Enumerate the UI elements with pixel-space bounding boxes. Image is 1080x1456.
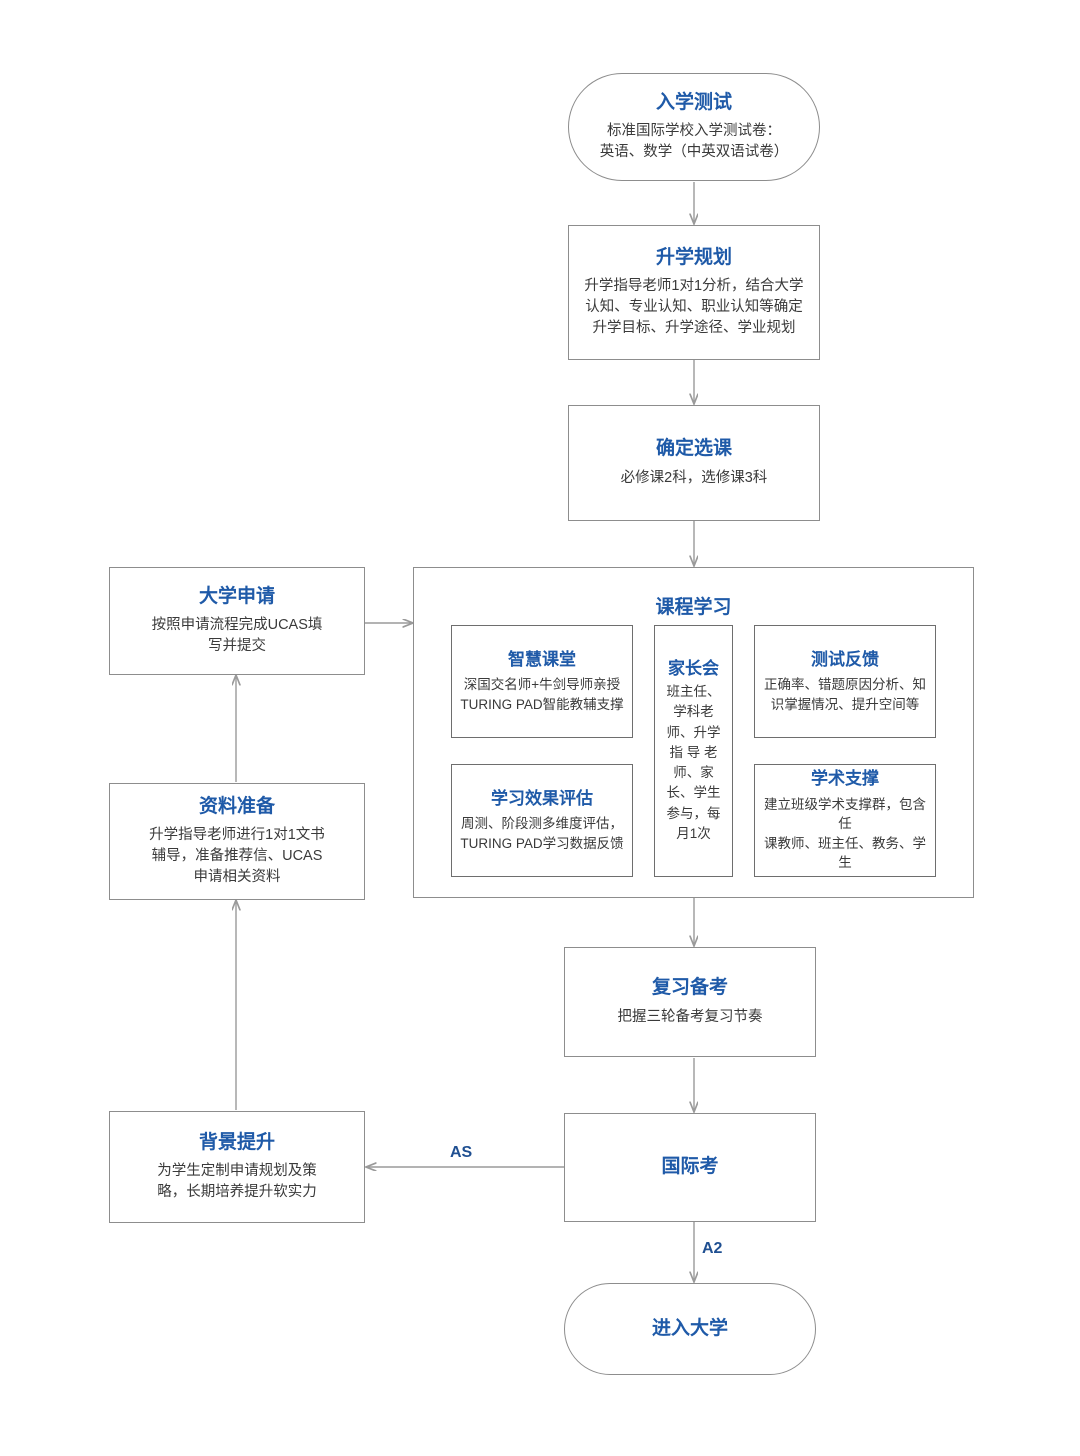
node-enter-university[interactable]: 进入大学 xyxy=(564,1283,816,1375)
subnode-title: 学习效果评估 xyxy=(491,788,593,808)
subnode-title: 智慧课堂 xyxy=(508,649,576,669)
node-description: 升学指导老师1对1分析，结合大学 认知、专业认知、职业认知等确定 升学目标、升学… xyxy=(584,278,804,337)
subnode-academic-support[interactable]: 学术支撑 建立班级学术支撑群，包含任 课教师、班主任、教务、学生 xyxy=(754,764,936,877)
subnode-title: 测试反馈 xyxy=(811,649,879,669)
node-description: 必修课2科，选修课3科 xyxy=(620,469,768,486)
node-description: 为学生定制申请规划及策 略，长期培养提升软实力 xyxy=(157,1163,317,1201)
subnode-learning-evaluation[interactable]: 学习效果评估 周测、阶段测多维度评估， TURING PAD学习数据反馈 xyxy=(451,764,633,877)
node-background-enhancement[interactable]: 背景提升 为学生定制申请规划及策 略，长期培养提升软实力 xyxy=(109,1111,365,1223)
subnode-test-feedback[interactable]: 测试反馈 正确率、错题原因分析、知 识掌握情况、提升空间等 xyxy=(754,625,936,738)
group-title: 课程学习 xyxy=(655,597,732,618)
node-study-plan[interactable]: 升学规划 升学指导老师1对1分析，结合大学 认知、专业认知、职业认知等确定 升学… xyxy=(568,225,820,360)
node-title: 复习备考 xyxy=(651,977,728,999)
node-title: 国际考 xyxy=(661,1156,719,1178)
node-description: 标准国际学校入学测试卷： 英语、数学（中英双语试卷） xyxy=(599,123,789,161)
node-title: 进入大学 xyxy=(651,1317,728,1339)
node-description: 按照申请流程完成UCAS填 写并提交 xyxy=(151,617,323,655)
node-title: 大学申请 xyxy=(198,585,275,607)
subnode-description: 深国交名师+牛剑导师亲授 TURING PAD智能教辅支撑 xyxy=(460,677,624,712)
subnode-description: 班主任、学科老师、升学 指 导 老师、家长、学生参与，每月1次 xyxy=(666,684,721,841)
node-review-preparation[interactable]: 复习备考 把握三轮备考复习节奏 xyxy=(564,947,816,1057)
node-title: 升学规划 xyxy=(655,246,732,268)
group-course-study[interactable]: 课程学习 智慧课堂 深国交名师+牛剑导师亲授 TURING PAD智能教辅支撑 … xyxy=(413,567,974,898)
subnode-title: 学术支撑 xyxy=(811,769,879,789)
edge-label-as: AS xyxy=(447,1144,476,1162)
subnode-description: 正确率、错题原因分析、知 识掌握情况、提升空间等 xyxy=(764,677,926,712)
node-university-application[interactable]: 大学申请 按照申请流程完成UCAS填 写并提交 xyxy=(109,567,365,675)
node-course-selection[interactable]: 确定选课 必修课2科，选修课3科 xyxy=(568,405,820,521)
node-entrance-test[interactable]: 入学测试 标准国际学校入学测试卷： 英语、数学（中英双语试卷） xyxy=(568,73,820,181)
node-title: 确定选课 xyxy=(655,438,732,460)
node-material-preparation[interactable]: 资料准备 升学指导老师进行1对1文书 辅导，准备推荐信、UCAS 申请相关资料 xyxy=(109,783,365,900)
subnode-description: 周测、阶段测多维度评估， TURING PAD学习数据反馈 xyxy=(460,816,624,851)
node-description: 升学指导老师进行1对1文书 辅导，准备推荐信、UCAS 申请相关资料 xyxy=(149,827,325,886)
node-international-exam[interactable]: 国际考 xyxy=(564,1113,816,1222)
node-title: 资料准备 xyxy=(198,795,275,817)
subnode-title: 家长会 xyxy=(668,658,719,678)
node-description: 把握三轮备考复习节奏 xyxy=(617,1008,763,1025)
subnode-parent-meeting[interactable]: 家长会 班主任、学科老师、升学 指 导 老师、家长、学生参与，每月1次 xyxy=(654,625,733,877)
edge-label-a2: A2 xyxy=(699,1240,726,1258)
subnode-smart-classroom[interactable]: 智慧课堂 深国交名师+牛剑导师亲授 TURING PAD智能教辅支撑 xyxy=(451,625,633,738)
subnode-description: 建立班级学术支撑群，包含任 课教师、班主任、教务、学生 xyxy=(764,796,926,871)
node-title: 背景提升 xyxy=(198,1131,275,1153)
node-title: 入学测试 xyxy=(655,91,732,113)
